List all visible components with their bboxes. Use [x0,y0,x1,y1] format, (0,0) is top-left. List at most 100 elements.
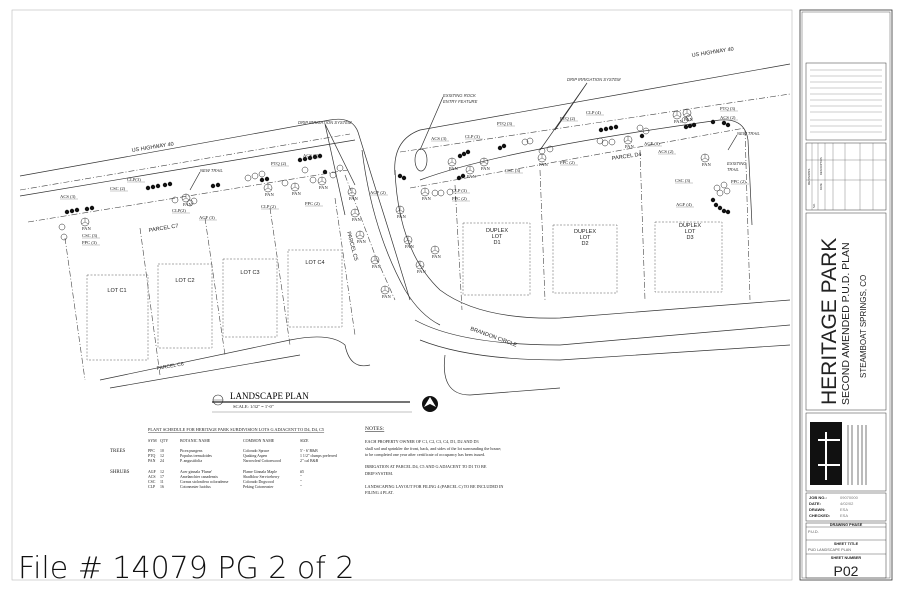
schedule-cell: Populus tremuloides [180,454,212,458]
tree-symbol-icon [60,233,68,241]
pan-label: PAN [372,264,381,269]
shrub-symbol-icon [397,173,403,179]
schedule-cell: " [300,485,302,489]
plant-label: ACS (3) [431,136,447,141]
plant-label: CLP (3) [465,134,480,139]
plant-label: AGF (3) [644,141,660,146]
plant-schedule: PLANT SCHEDULE FOR HERITAGE PARK SUBDIVI… [110,427,337,489]
parking-area [443,354,561,396]
note-line: LANDSCAPING LAYOUT FOR FILING 4 (PARCEL … [365,484,503,489]
plant-labels: ACS (3)CSC (3)PPC (3)CSC (2)CLP(3)CLP(2)… [60,106,749,246]
pan-label: PAN [397,214,406,219]
svg-text:ESA: ESA [840,507,848,512]
shrub-symbol-icon [456,175,462,181]
tree-symbol-icon [608,138,616,146]
shrub-symbol-icon [317,153,323,159]
pan-label: PAN [352,217,361,222]
lot-label: LOT C3 [240,270,259,276]
pan-label: PAN [319,185,328,190]
pan-label: PAN [674,119,683,124]
shrub-symbol-icon [145,185,151,191]
road-label: BRANDON CIRCLE [469,326,518,349]
callout: NEW TRAIL [737,131,760,136]
schedule-cell: 11 [160,480,164,484]
shrub-symbol-icon [465,149,471,155]
parcel-label: PARCEL C7 [148,223,179,234]
svg-text:ESA: ESA [840,513,848,518]
svg-text:SHEET NUMBER: SHEET NUMBER [831,556,862,560]
pan-label: PAN [684,117,693,122]
svg-text:09070000: 09070000 [840,495,859,500]
schedule-cell: 24 [160,459,164,463]
pan-label: PAN [449,166,458,171]
tree-symbol-icon [437,189,445,197]
parcel-boundary [27,169,349,223]
plant-label: AGF (3) [199,215,215,220]
schedule-cell: Flame Ginnala Maple [243,470,277,474]
duplex-lot-d2 [552,224,618,294]
schedule-cell: 17 [160,475,164,479]
schedule-cell: 12 [160,454,164,458]
handwritten-file-number: File # 14079 PG 2 of 2 [18,551,354,586]
shrub-symbol-icon [167,181,173,187]
schedule-cell: Cornus stolonifera coloradense [180,480,229,484]
road-curve [361,149,441,326]
tree-symbol-icon [713,184,721,192]
shrub-symbol-icon [608,125,614,131]
project-location: STEAMBOAT SPRINGS, CO [859,275,868,378]
schedule-header: BOTANIC NAME [180,438,211,443]
schedule-cell: Quaking Aspen [243,454,267,458]
plant-label: PPC (3) [82,240,97,245]
shrub-symbol-icon [725,209,731,215]
schedule-cell: 10 [160,449,164,453]
tree-symbol-icon [521,138,529,146]
pan-label: PAN [292,191,301,196]
tree-symbol-icon [526,137,534,145]
callout: TRAIL [727,167,740,172]
pan-label: PAN [539,162,548,167]
schedule-header: SYM [148,438,157,443]
revisions-table [805,142,887,211]
sheet-border [11,9,793,581]
tree-symbol-icon [546,145,554,153]
svg-text:CHECKED:: CHECKED: [809,513,830,518]
shrub-symbol-icon [710,119,716,125]
tree-symbol-icon [596,137,604,145]
tree-symbol-icon [301,166,309,174]
schedule-cell: 1 1/2" clumps preferred [300,454,337,458]
schedule-cell: 12 [160,470,164,474]
tree-symbol-icon [716,189,724,197]
shrub-symbol-icon [501,143,507,149]
tree-symbol-icon [681,116,689,124]
shrub-symbol-icon [603,126,609,132]
schedule-cell: 5' - 6' B&B [300,449,318,453]
schedule-cell: PTQ [148,454,156,458]
svg-text:LOT: LOT [580,235,591,241]
shrub-symbol-icon [717,205,723,211]
shrub-symbol-icon [297,157,303,163]
plant-label: CSC (3) [675,178,691,183]
svg-text:DUPLEX: DUPLEX [679,223,701,229]
plant-label: PPC (2) [560,160,575,165]
svg-text:D3: D3 [686,235,693,241]
svg-text:D1: D1 [493,240,500,246]
shrub-symbol-icon [264,176,270,182]
schedule-cell: 2" cal B&B [300,459,319,463]
shrub-symbol-icon [639,133,645,139]
plant-label: ACS (2) [658,149,674,154]
shrub-symbol-icon [401,175,407,181]
lot-c1 [86,274,149,361]
tree-symbol-icon [58,223,66,231]
note-line: shall sod and sprinkler the front, back,… [365,446,501,452]
plant-label: CSC (2) [110,186,126,191]
plant-label: PPC (2) [731,179,746,184]
plant-label: PTQ (3) [497,121,513,126]
tree-symbol-icon [685,114,693,122]
pan-label: PAN [417,269,426,274]
tree-symbol-icon [190,197,198,205]
note-line: to be completed one year after certifica… [365,452,485,457]
schedule-header: QTY [160,438,168,443]
schedule-cell: Colorado Spruce [243,449,270,453]
tree-symbol-icon [431,189,439,197]
